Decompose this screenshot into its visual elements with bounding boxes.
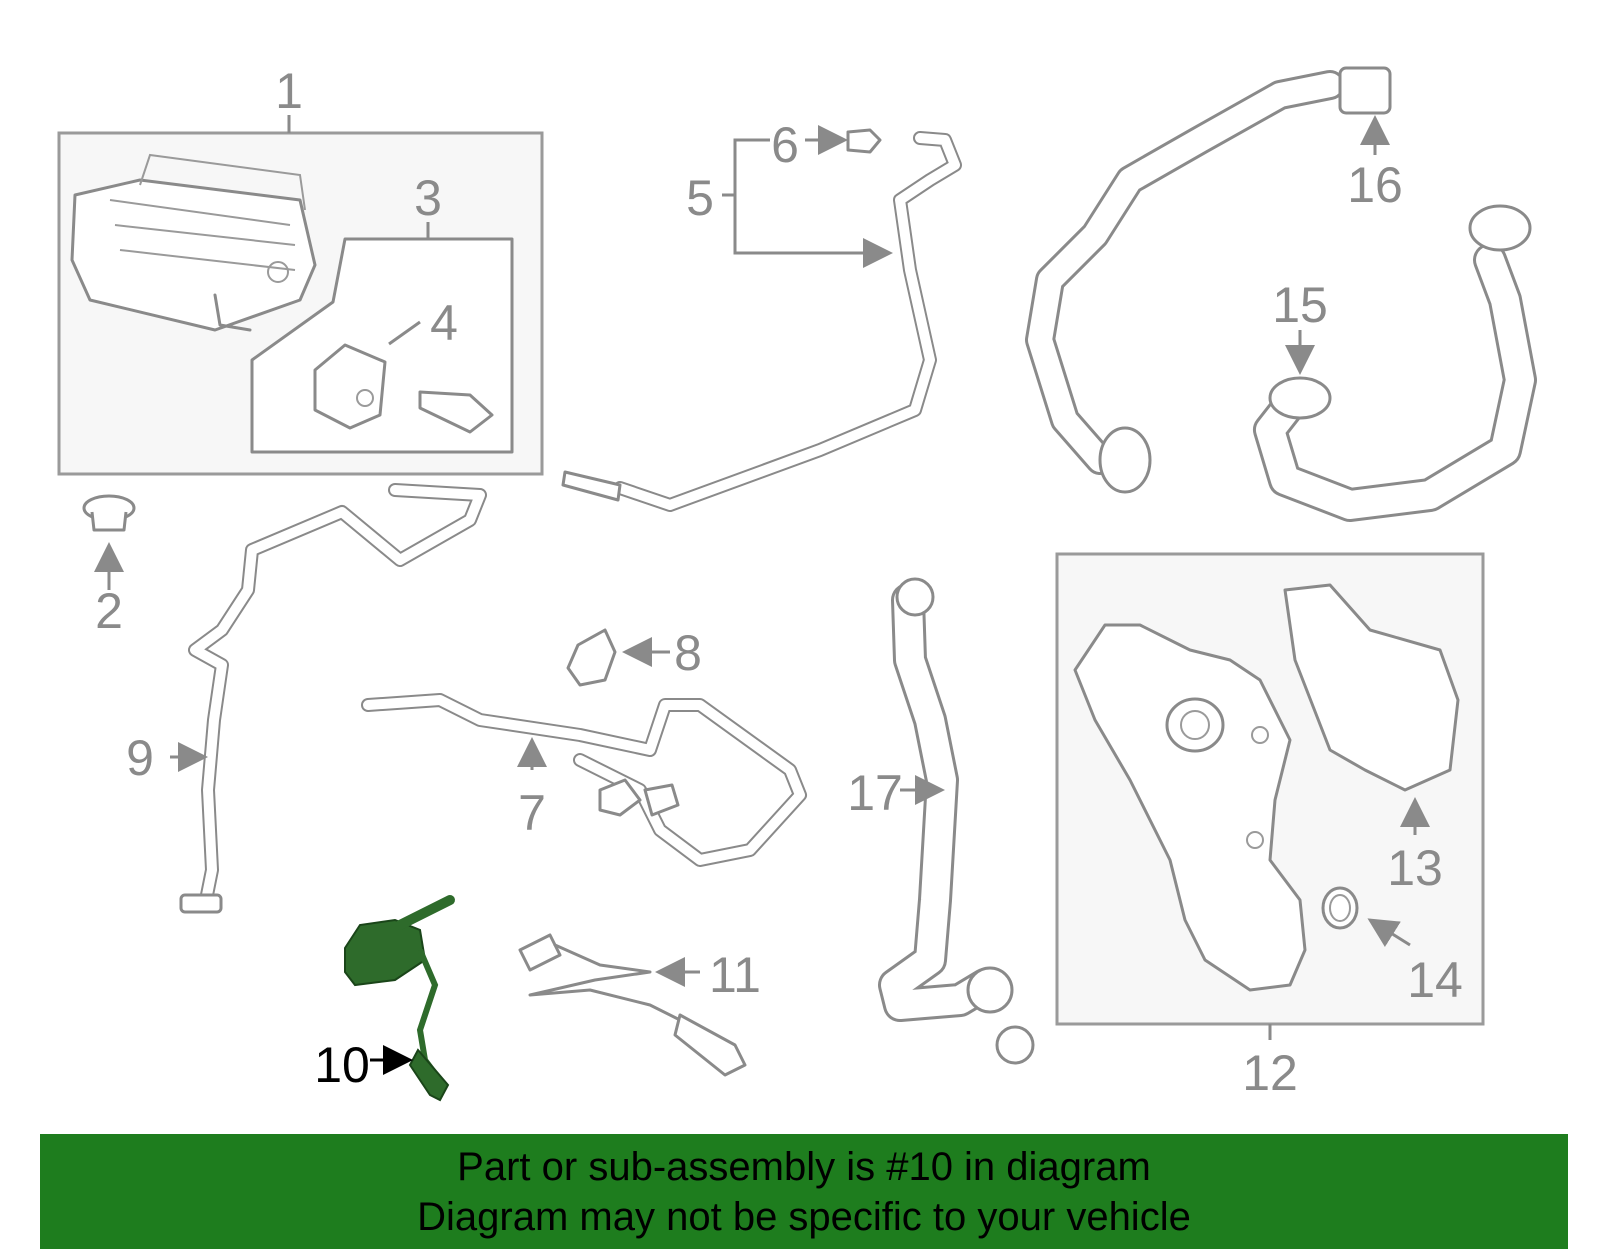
canister-hose[interactable] xyxy=(179,483,487,914)
oxygen-sensor-gray[interactable] xyxy=(518,933,747,1077)
vapor-line-assembly[interactable] xyxy=(361,693,807,867)
callout-11: 11 xyxy=(709,947,761,1003)
leader-lines xyxy=(94,115,1430,1075)
callout-4: 4 xyxy=(430,295,458,351)
vapor-canister[interactable] xyxy=(70,153,317,332)
callout-8: 8 xyxy=(674,625,702,681)
lower-hose[interactable] xyxy=(1253,204,1537,522)
callout-9: 9 xyxy=(126,730,154,786)
o-ring[interactable] xyxy=(1321,886,1359,930)
banner-line-2: Diagram may not be specific to your vehi… xyxy=(417,1194,1191,1239)
callout-13: 13 xyxy=(1387,840,1443,896)
callout-10: 10 xyxy=(314,1037,370,1093)
oxygen-sensor-highlighted[interactable] xyxy=(344,895,455,1102)
callout-14: 14 xyxy=(1407,952,1463,1008)
callout-16: 16 xyxy=(1347,157,1403,213)
retaining-clip[interactable] xyxy=(566,628,617,687)
callout-5: 5 xyxy=(686,170,714,226)
callout-17: 17 xyxy=(847,765,903,821)
purge-valve[interactable] xyxy=(313,343,494,434)
callout-12: 12 xyxy=(1242,1045,1298,1101)
grommet-nut[interactable] xyxy=(82,494,136,532)
callout-1: 1 xyxy=(275,63,303,119)
banner-line-1: Part or sub-assembly is #10 in diagram xyxy=(457,1144,1151,1189)
callout-6: 6 xyxy=(771,117,799,173)
coolant-hose[interactable] xyxy=(878,577,1035,1065)
tube-connector[interactable] xyxy=(846,128,882,154)
callout-15: 15 xyxy=(1272,277,1328,333)
housing-gasket[interactable] xyxy=(1283,583,1460,792)
vapor-tube[interactable] xyxy=(561,131,962,512)
upper-hose[interactable] xyxy=(1025,66,1392,494)
callout-2: 2 xyxy=(95,583,123,639)
callout-7: 7 xyxy=(518,785,546,841)
info-banner: Part or sub-assembly is #10 in diagram D… xyxy=(40,1134,1568,1249)
callout-3: 3 xyxy=(414,170,442,226)
thermostat-housing[interactable] xyxy=(1073,623,1307,992)
